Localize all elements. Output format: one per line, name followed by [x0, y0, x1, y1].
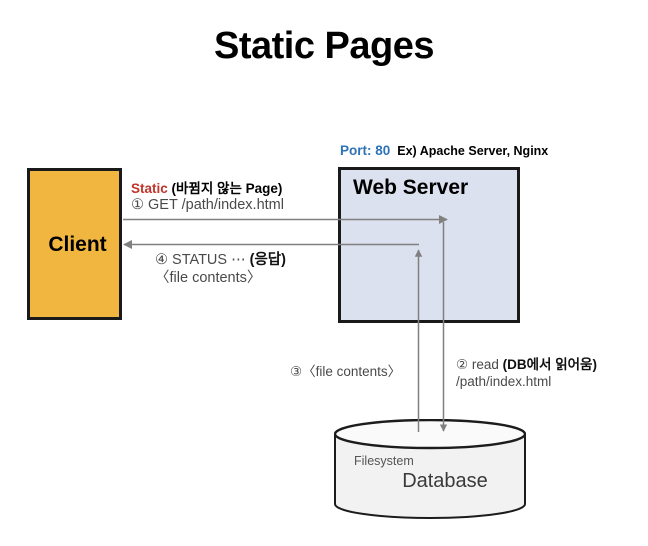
web-server-node-label: Web Server	[353, 176, 469, 199]
flow-db-read-note: (DB에서 읽어움)	[502, 357, 597, 372]
flow-label-db-read: ② read (DB에서 읽어움) /path/index.html	[456, 357, 597, 391]
server-example-label: Ex) Apache Server, Nginx	[397, 144, 549, 158]
flow-db-read-line2: /path/index.html	[456, 373, 552, 389]
flow-response-status-note: (응답)	[249, 252, 286, 268]
flow-request-detail: ① GET /path/index.html	[131, 197, 284, 214]
flow-request-headline: Static (바뀜지 않는 Page)	[131, 181, 284, 197]
page-title: Static Pages	[214, 25, 435, 67]
flow-label-db-return: ③〈file contents〉	[290, 364, 402, 379]
database-node[interactable]	[333, 418, 527, 519]
database-labels: Filesystem Database	[352, 455, 512, 491]
client-node-label: Client	[48, 233, 107, 256]
flow-response-line1: ④ STATUS ⋯ (응답)	[155, 251, 286, 269]
flow-db-read-line1: ② read (DB에서 읽어움)	[456, 357, 597, 374]
database-label: Database	[402, 469, 488, 492]
flow-response-status-text: ④ STATUS ⋯	[155, 252, 250, 268]
flow-db-read-text: ② read	[456, 357, 503, 372]
flow-label-request: Static (바뀜지 않는 Page) ① GET /path/index.h…	[131, 181, 284, 215]
port-label: Port: 80	[340, 143, 391, 158]
cylinder-shape	[333, 418, 527, 519]
flow-label-response: ④ STATUS ⋯ (응답) 〈file contents〉	[155, 251, 286, 287]
static-keyword: Static	[131, 181, 168, 196]
web-server-node[interactable]: Web Server	[338, 167, 520, 323]
database-sub-label: Filesystem	[354, 454, 414, 468]
client-node[interactable]: Client	[27, 168, 122, 320]
flow-response-line2: 〈file contents〉	[155, 270, 262, 287]
static-keyword-note: (바뀜지 않는 Page)	[167, 181, 283, 196]
web-server-caption: Port: 80 Ex) Apache Server, Nginx	[340, 143, 548, 158]
